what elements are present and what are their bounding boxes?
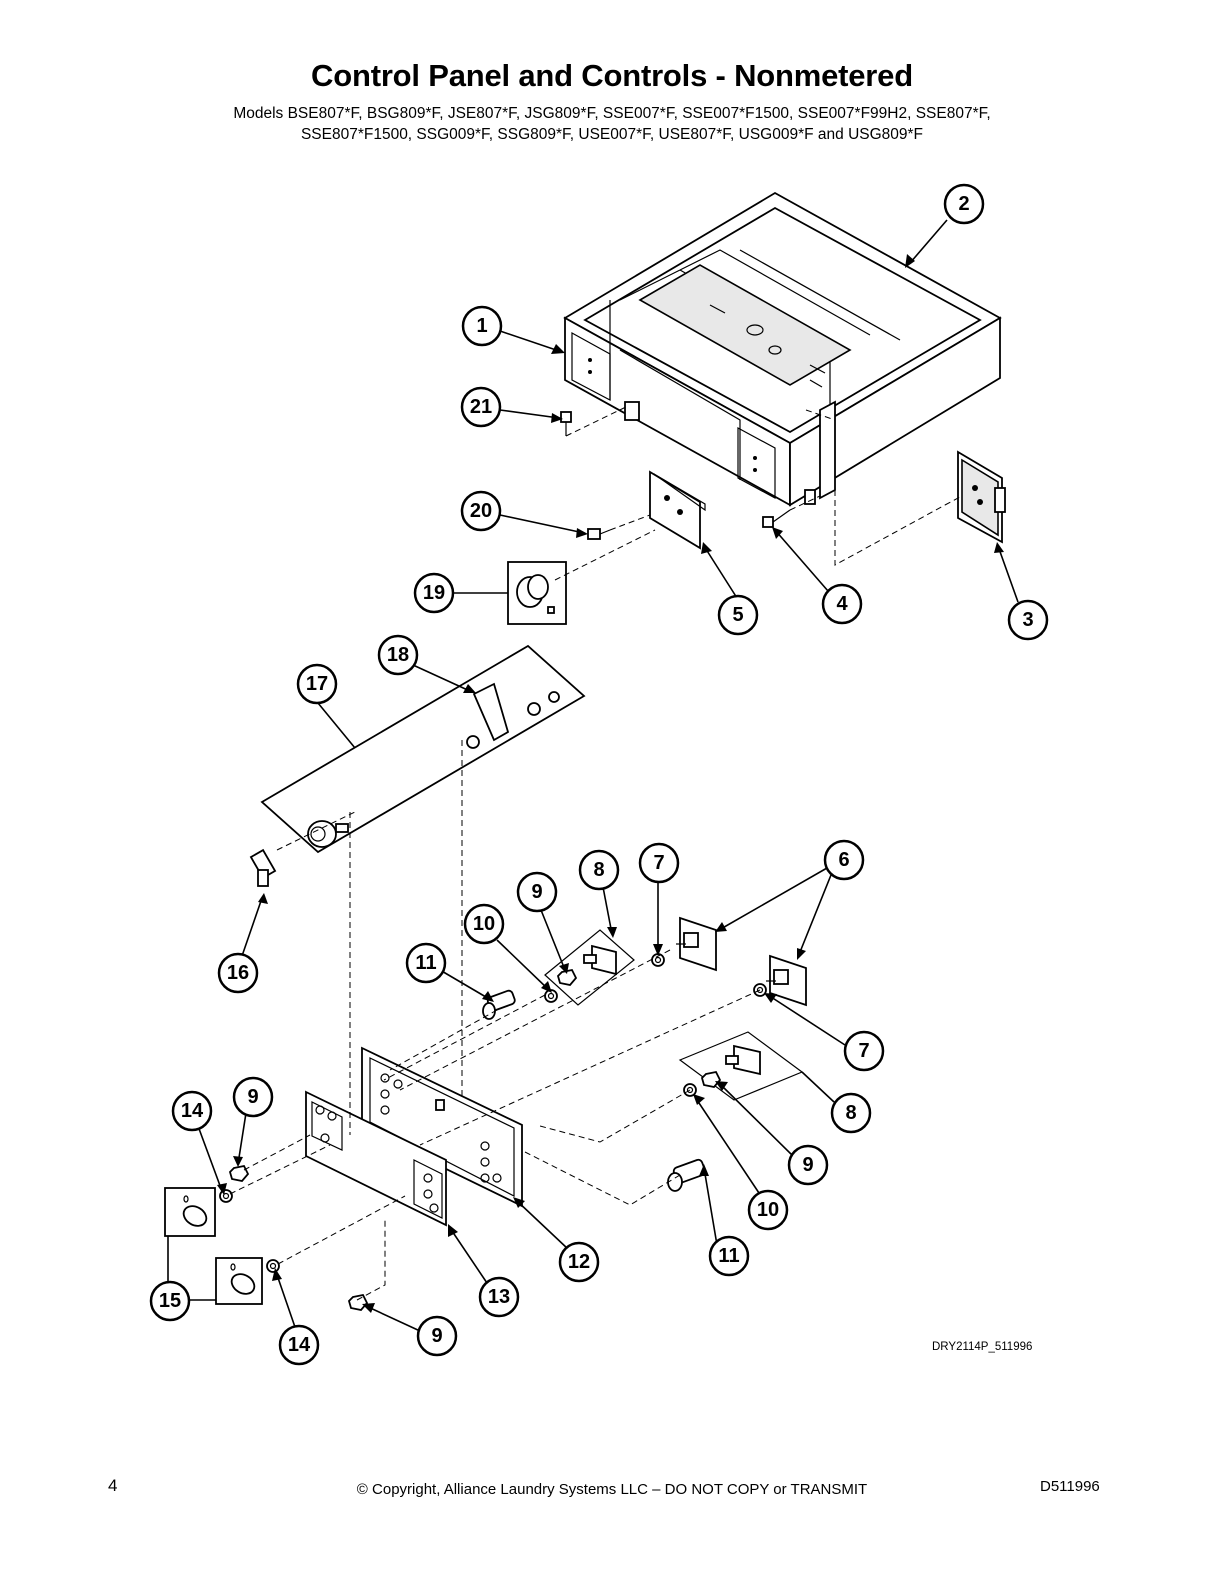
svg-text:10: 10: [473, 913, 495, 935]
copyright-notice: © Copyright, Alliance Laundry Systems LL…: [356, 1481, 868, 1498]
svg-text:12: 12: [568, 1251, 590, 1273]
washer-10-upper: [544, 989, 558, 1003]
svg-text:9: 9: [247, 1086, 258, 1108]
callout-16: 16: [217, 952, 259, 994]
svg-text:19: 19: [423, 582, 445, 604]
key-16: [249, 848, 277, 887]
drawing-code: DRY2114P_511996: [932, 1341, 1033, 1353]
callout-8-lower: 8: [830, 1092, 872, 1134]
callout-7-lower: 7: [843, 1030, 885, 1072]
knob-15-lower: [215, 1257, 263, 1305]
svg-text:9: 9: [531, 881, 542, 903]
assembly-lines: [229, 405, 961, 1301]
document-number: D511996: [1040, 1478, 1100, 1495]
callout-6: 6: [823, 839, 865, 881]
callout-9-upper: 9: [516, 871, 558, 913]
overlay-13: [305, 1090, 447, 1227]
svg-text:13: 13: [488, 1286, 510, 1308]
svg-text:9: 9: [802, 1154, 813, 1176]
callout-10-lower: 10: [747, 1189, 789, 1231]
svg-text:11: 11: [415, 952, 436, 974]
callout-14-upper: 14: [171, 1090, 213, 1132]
nut-9-left: [228, 1164, 250, 1182]
callout-10-upper: 10: [463, 903, 505, 945]
page-number: 4: [108, 1476, 118, 1495]
svg-text:9: 9: [431, 1325, 442, 1347]
callout-9-left: 9: [232, 1076, 274, 1118]
nut-9-bottom: [347, 1293, 369, 1311]
callout-14-lower: 14: [278, 1324, 320, 1366]
svg-text:14: 14: [288, 1334, 311, 1356]
knob-19: [507, 561, 567, 625]
screw-21: [560, 411, 572, 436]
svg-text:7: 7: [858, 1040, 869, 1062]
svg-text:14: 14: [181, 1100, 204, 1122]
svg-text:20: 20: [470, 500, 492, 522]
callout-17: 17: [296, 663, 338, 705]
callout-8-upper: 8: [578, 849, 620, 891]
svg-text:11: 11: [718, 1245, 739, 1267]
callout-20: 20: [460, 490, 502, 532]
callout-11-lower: 11: [708, 1235, 750, 1277]
callout-15: 15: [149, 1280, 191, 1322]
page-title: Control Panel and Controls - Nonmetered: [311, 58, 913, 93]
svg-text:8: 8: [593, 859, 604, 881]
callout-5: 5: [717, 594, 759, 636]
screw-20: [587, 528, 611, 540]
arrowheads: [217, 254, 1004, 1313]
models-subtitle: Models BSE807*F, BSG809*F, JSE807*F, JSG…: [0, 103, 1224, 145]
callout-4: 4: [821, 583, 863, 625]
callout-18: 18: [377, 634, 419, 676]
callout-9-lower: 9: [787, 1144, 829, 1186]
switch-6-upper: [676, 916, 717, 972]
control-panel-housing: [563, 191, 1002, 507]
washer-14-lower: [266, 1259, 280, 1273]
callout-11-upper: 11: [405, 942, 447, 984]
svg-text:7: 7: [653, 852, 664, 874]
models-line-1: Models BSE807*F, BSG809*F, JSE807*F, JSG…: [233, 105, 991, 122]
knob-15-upper: [164, 1187, 216, 1237]
svg-text:21: 21: [470, 396, 492, 418]
leader-lines: [167, 219, 1019, 1332]
panel-17: [260, 644, 586, 854]
callout-3: 3: [1007, 599, 1049, 641]
nut-9-lower: [700, 1070, 722, 1088]
callout-1: 1: [461, 305, 503, 347]
nut-9-upper: [556, 968, 578, 986]
svg-text:3: 3: [1022, 609, 1033, 631]
switch-6-lower: [766, 954, 807, 1007]
svg-text:18: 18: [387, 644, 409, 666]
svg-text:17: 17: [306, 673, 328, 695]
plate-5: [649, 470, 706, 550]
svg-text:8: 8: [845, 1102, 856, 1124]
svg-text:6: 6: [838, 849, 849, 871]
svg-text:2: 2: [958, 193, 969, 215]
models-line-2: SSE807*F1500, SSG009*F, SSG809*F, USE007…: [300, 126, 924, 143]
switch-8-upper: [544, 929, 635, 1006]
svg-text:4: 4: [836, 593, 848, 615]
svg-text:15: 15: [159, 1290, 181, 1312]
svg-text:5: 5: [732, 604, 743, 626]
screw-4: [762, 509, 791, 528]
callout-9-bottom: 9: [416, 1315, 458, 1357]
svg-text:1: 1: [476, 315, 487, 337]
switch-8-lower: [678, 1031, 804, 1101]
callout-12: 12: [558, 1241, 600, 1283]
timer-3: [957, 450, 1006, 544]
callout-21: 21: [460, 386, 502, 428]
svg-text:16: 16: [227, 962, 249, 984]
callout-13: 13: [478, 1276, 520, 1318]
svg-text:10: 10: [757, 1199, 779, 1221]
callout-19: 19: [413, 572, 455, 614]
callout-2: 2: [943, 183, 985, 225]
callout-7-upper: 7: [638, 842, 680, 884]
